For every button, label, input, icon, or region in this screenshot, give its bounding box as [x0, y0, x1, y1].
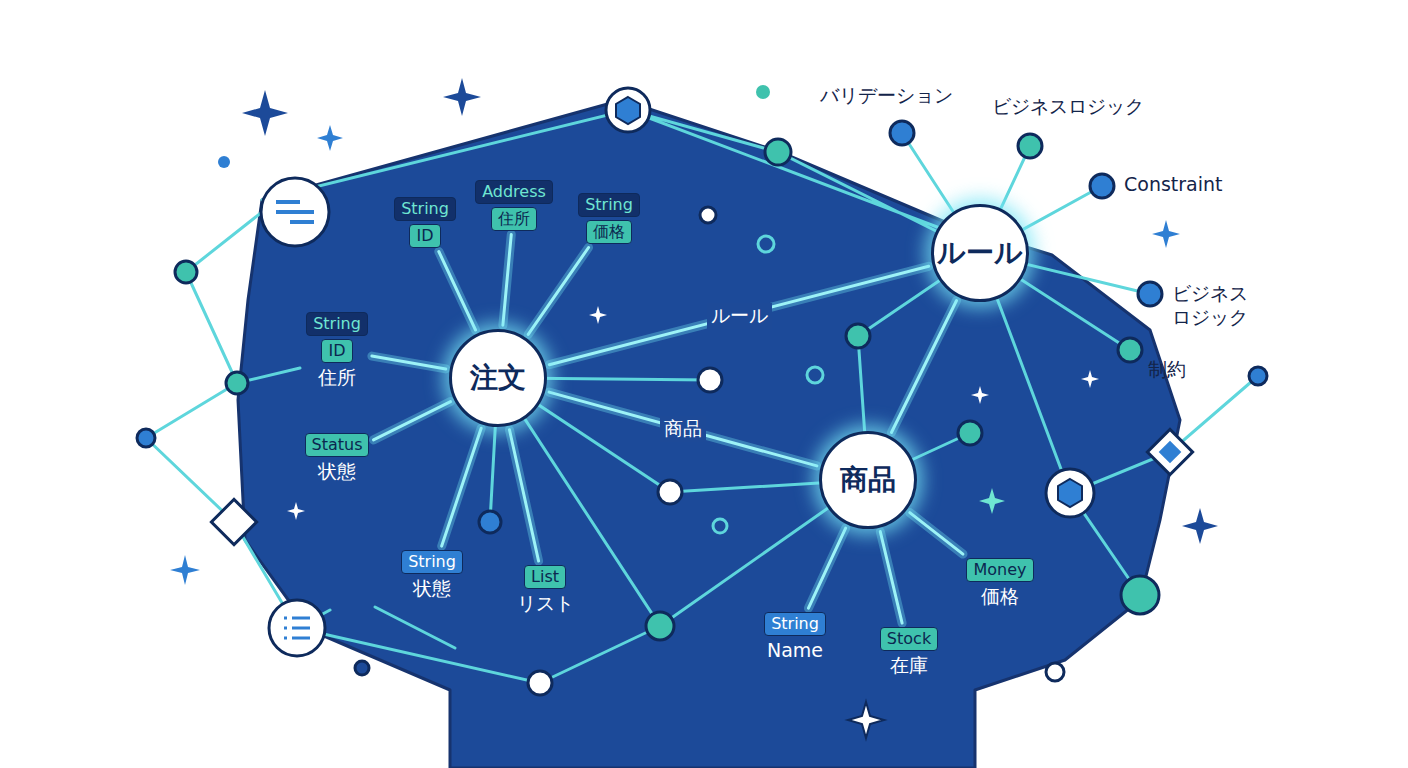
network-dots [137, 121, 1267, 695]
sparkles [170, 78, 1218, 738]
connector-line [442, 428, 481, 546]
type-tag: String [764, 612, 826, 636]
concept-name: 注文 [470, 359, 526, 397]
rule-label: バリデーション [820, 84, 953, 108]
connector-line [528, 248, 588, 335]
type-tag: Address [475, 180, 553, 204]
type-tag: String [578, 193, 640, 217]
connector-line [372, 356, 446, 369]
field-name: 価格 [981, 585, 1019, 608]
concept-name: 商品 [840, 461, 896, 499]
type-tag: String [401, 550, 463, 574]
field-name: 状態 [318, 460, 356, 483]
edge-label: ルール [707, 303, 772, 329]
type-field: String 価格 [578, 193, 640, 244]
connector-glow [372, 356, 446, 369]
connector-line [549, 392, 817, 466]
field-name: 在庫 [890, 654, 928, 677]
edge-label: 商品 [660, 416, 706, 442]
connector-glow [891, 301, 956, 433]
type-field: Address 住所 [475, 180, 553, 231]
connector-line [891, 301, 956, 433]
head-silhouette [238, 100, 1180, 768]
concept-circle: 商品 [819, 431, 917, 529]
connector-glow [509, 430, 538, 561]
connector-glow [880, 532, 902, 624]
type-tag: Money [966, 558, 1033, 582]
concept-circle: ルール [931, 204, 1029, 302]
icon-nodes [211, 85, 1192, 656]
type-field: Stock 在庫 [880, 627, 938, 677]
rule-label: 制約 [1148, 358, 1186, 382]
connector-line [549, 266, 928, 364]
connector-glow [910, 513, 963, 554]
rule-label: Constraint [1124, 173, 1223, 197]
connector-glow [808, 528, 845, 608]
type-field: StringID [394, 197, 456, 248]
connector-glow [503, 235, 511, 326]
connector-glow [442, 428, 481, 546]
connector-line [808, 528, 845, 608]
type-field: Status 状態 [305, 433, 370, 483]
connector-glow [549, 266, 928, 364]
connector-line [880, 532, 902, 624]
rule-label: ビジネスロジック [992, 95, 1144, 119]
field-name: 住所 [318, 366, 356, 389]
type-tag: 価格 [586, 220, 632, 244]
rule-label: ビジネス ロジック [1172, 282, 1268, 330]
concept-circle: 注文 [449, 329, 547, 427]
field-name: Name [767, 639, 823, 662]
type-field: StringName [764, 612, 826, 662]
connector-line [509, 430, 538, 561]
type-tag: Stock [880, 627, 938, 651]
type-field: StringID 住所 [306, 312, 368, 389]
connector-line [373, 402, 450, 440]
connector-line [503, 235, 511, 326]
network-lines [146, 110, 1258, 683]
field-name: 状態 [413, 577, 451, 600]
connector-glow [549, 392, 817, 466]
type-tag: ID [409, 224, 440, 248]
concept-name: ルール [937, 234, 1023, 272]
connector-line [439, 252, 476, 330]
type-field: Money 価格 [966, 558, 1033, 608]
type-tag: ID [321, 339, 352, 363]
type-field: String 状態 [401, 550, 463, 600]
field-name: リスト [517, 592, 574, 615]
connector-glow [528, 248, 588, 335]
connector-glow [373, 402, 450, 440]
type-tag: Status [305, 433, 370, 457]
type-tag: List [524, 565, 566, 589]
type-field: List リスト [517, 565, 574, 615]
type-tag: String [306, 312, 368, 336]
type-tag: String [394, 197, 456, 221]
connector-glow [439, 252, 476, 330]
type-tag: 住所 [491, 207, 537, 231]
connector-line [910, 513, 963, 554]
